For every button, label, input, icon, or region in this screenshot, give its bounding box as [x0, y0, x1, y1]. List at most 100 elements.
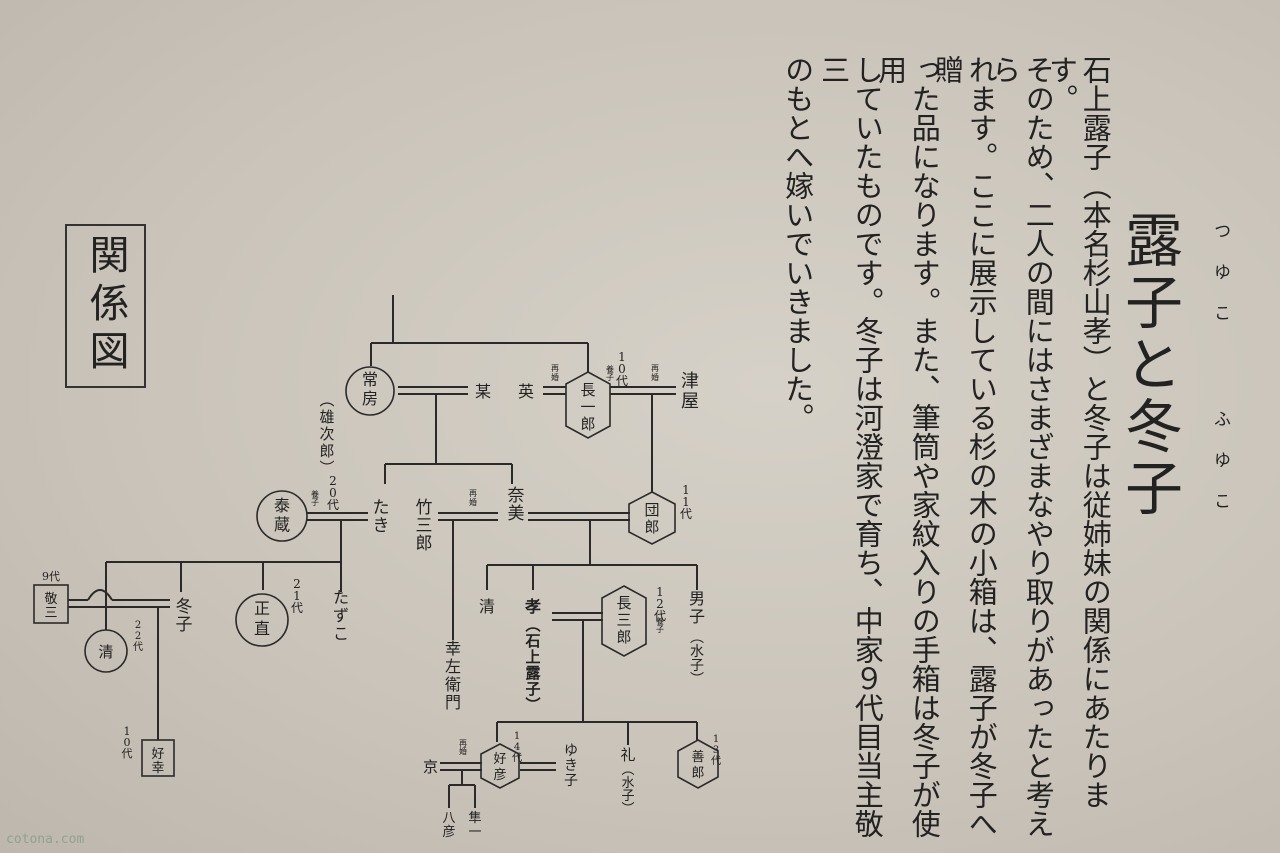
note-tsuya-char: 婚 [651, 372, 659, 382]
label-danro: 団郎 [644, 501, 659, 536]
label-fuyuko-char: 冬 [176, 597, 193, 617]
label-tsunefusa-2: 房 [362, 389, 378, 408]
note-choichiro-adopt-char: 養 [606, 364, 614, 374]
label-yukiko-char: 子 [564, 773, 578, 789]
note-tsuya: 再婚 [651, 364, 659, 382]
gen-yoshiyuki-char: 1 [124, 725, 131, 738]
gen-chosaburo-char: 代 [654, 609, 666, 623]
label-nami-char: 奈 [508, 486, 525, 506]
label-hayaichi: 隼一 [468, 810, 481, 840]
gen-yoshiyuki: 10代 [122, 725, 133, 760]
label-yahiko-char: 彦 [442, 824, 455, 840]
label-takesaburo-char: 郎 [416, 534, 433, 554]
circle-kiyoshi1 [84, 629, 128, 673]
body-column-5: していたものです。冬子は河澄家で育ち、中家９代目当主敬三 [816, 55, 885, 838]
label-yukiko-char: ゆ [564, 743, 578, 759]
label-taki-char: た [373, 498, 390, 518]
gen-keizo: 9代 [42, 570, 60, 583]
label-masanao-2: 直 [254, 619, 270, 638]
hex-danro [628, 491, 676, 545]
note-tsuya-char: 再 [651, 364, 659, 373]
label-kosaemon-char: 幸 [445, 639, 461, 658]
gen-kiyoshi1-char: 代 [133, 641, 143, 653]
label-chosaburo: 長三郎 [616, 594, 631, 646]
label-yoshihiko-1: 好 [493, 752, 506, 767]
alias-rei-char: 子 [621, 789, 634, 804]
alias-tsunefusa-char: 雄 [319, 408, 334, 426]
diagram-title-box: 関係図 [65, 224, 146, 388]
label-choichiro: 長一郎 [580, 381, 595, 433]
circle-taizo [256, 490, 308, 542]
gen-masanao-char: 1 [293, 589, 301, 603]
note-choichiro-remarry-char: 再 [551, 364, 559, 373]
alias-taka-char: ︶ [524, 696, 540, 714]
gen-chosaburo-char: 1 [656, 585, 664, 599]
gen-masanao-char: 代 [291, 601, 303, 615]
label-taki-char: き [373, 516, 390, 536]
alias-rei: ︵水子︶ [621, 763, 634, 817]
label-keizo-char: 敬 [44, 591, 57, 607]
label-choichiro-char: 長 [580, 381, 595, 399]
hex-zenro [677, 739, 719, 789]
note-choichiro-remarry: 再婚 [551, 364, 559, 382]
gen-danro: 11代 [680, 483, 692, 521]
hex-yoshihiko [480, 743, 520, 789]
label-kosaemon-char: 門 [445, 693, 461, 712]
gen-kiyoshi1: 22代 [133, 620, 143, 653]
gen-yoshihiko: 14代 [512, 731, 522, 764]
label-taizo-2: 蔵 [274, 515, 290, 534]
label-takesaburo: 竹三郎 [416, 498, 433, 554]
watermark: cotona.com [6, 832, 85, 847]
tree-labels: 常 房 19代 ︵雄次郎︶ 某 英 長一郎 10代 養子 再婚 津屋 再婚 泰 … [42, 350, 721, 840]
alias-danshi-char: 水 [690, 644, 704, 660]
label-tsuya-char: 屋 [681, 391, 699, 412]
gen-yoshihiko-char: 代 [512, 752, 522, 764]
note-chosaburo: 養子 [656, 616, 664, 634]
label-hayaichi-char: 隼 [468, 810, 481, 826]
gen-danro-char: 代 [680, 507, 692, 521]
label-keizo: 敬三 [44, 591, 57, 621]
label-chosaburo-char: 長 [616, 594, 631, 612]
label-kiyoshi2: 清 [479, 597, 495, 616]
label-kiyoshi1: 清 [98, 643, 113, 661]
label-danshi-char: 子 [689, 607, 705, 626]
alias-taka-char: 上 [525, 648, 540, 666]
label-taki: たき [373, 498, 390, 536]
label-yahiko-char: 八 [442, 811, 455, 826]
box-yoshiyuki [141, 739, 175, 777]
gen-yoshiyuki-char: 0 [124, 736, 131, 749]
label-tsuya-char: 津 [681, 371, 699, 392]
label-zenro-1: 善 [691, 749, 704, 765]
label-tazuko: たずこ [333, 588, 349, 643]
label-yoshiyuki-char: 好 [151, 747, 164, 762]
alias-rei-char: 水 [621, 776, 634, 791]
gen-masanao-char: 2 [293, 577, 301, 591]
label-yoshiyuki-char: 幸 [151, 761, 164, 776]
label-yahiko: 八彦 [442, 811, 455, 840]
gen-danro-char: 1 [682, 483, 690, 497]
label-nami-char: 美 [508, 504, 525, 524]
label-tazuko-char: こ [333, 624, 349, 643]
gen-chosaburo-char: 2 [656, 597, 664, 611]
gen-masanao: 21代 [291, 577, 303, 615]
alias-danshi-char: 子 [690, 658, 704, 674]
circle-masanao [235, 593, 289, 647]
gen-taizo: 20代 [327, 474, 339, 512]
tree-shapes [33, 366, 719, 789]
gen-yoshihiko-char: 1 [514, 731, 520, 742]
gen-taizo-char: 2 [329, 474, 337, 488]
note-chosaburo-char: 養 [656, 616, 664, 626]
circle-tsunefusa [345, 366, 395, 416]
body-column-1: 石上露子（本名杉山孝）と冬子は従姉妹の関係にあたります。 [1044, 55, 1113, 809]
alias-rei-char: ︵ [621, 763, 634, 778]
label-tazuko-char: ず [333, 606, 349, 625]
body-column-3: れます。ここに展示している杉の木の小箱は、露子が冬子へ贈 [930, 55, 999, 838]
alias-taka-char: 石 [524, 632, 540, 650]
gen-danro-char: 1 [682, 495, 690, 509]
alias-danshi-char: ︵ [690, 630, 704, 646]
note-taizo-char: 養 [311, 489, 319, 499]
tree-lines [68, 295, 698, 808]
label-choichiro-char: 一 [580, 398, 595, 416]
